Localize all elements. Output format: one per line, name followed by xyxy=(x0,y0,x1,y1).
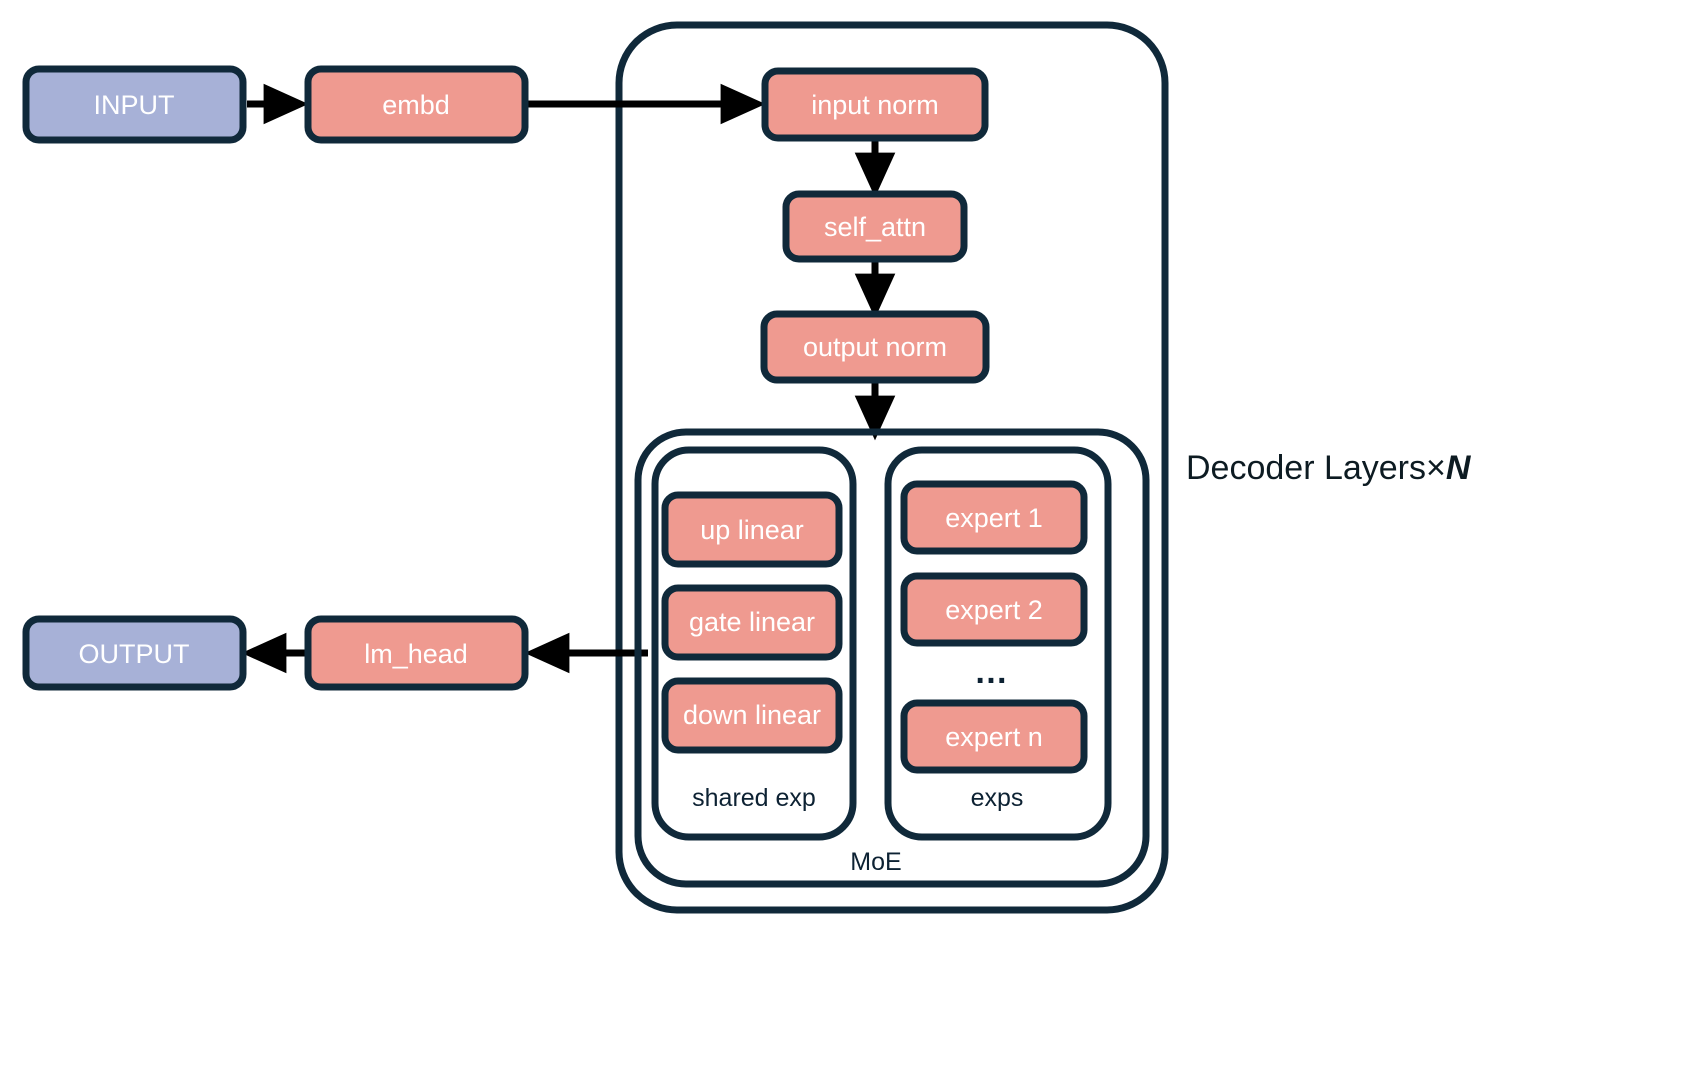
node-output-norm-label: output norm xyxy=(803,332,947,362)
node-input-label: INPUT xyxy=(94,90,175,120)
shared-expert-container xyxy=(651,446,857,841)
moe-container xyxy=(634,428,1150,888)
node-expert-2-label: expert 2 xyxy=(945,595,1043,625)
node-embd-label: embd xyxy=(382,90,450,120)
experts-ellipsis: … xyxy=(974,653,1010,691)
node-gate-linear-label: gate linear xyxy=(689,607,815,637)
node-output-label: OUTPUT xyxy=(79,639,190,669)
svg-text:Decoder Layers×N: Decoder Layers×N xyxy=(1186,449,1472,487)
node-up-linear[interactable]: up linear xyxy=(661,491,843,568)
node-up-linear-label: up linear xyxy=(700,515,804,545)
node-expert-n[interactable]: expert n xyxy=(900,699,1088,774)
node-expert-n-label: expert n xyxy=(945,722,1043,752)
node-expert-1-label: expert 1 xyxy=(945,503,1043,533)
node-gate-linear[interactable]: gate linear xyxy=(661,584,843,661)
node-expert-1[interactable]: expert 1 xyxy=(900,480,1088,555)
experts-container xyxy=(884,446,1112,841)
node-input-norm[interactable]: input norm xyxy=(761,67,989,142)
moe-label: MoE xyxy=(850,848,901,876)
node-down-linear-label: down linear xyxy=(683,700,821,730)
node-down-linear[interactable]: down linear xyxy=(661,677,843,754)
exps-label: exps xyxy=(971,784,1024,812)
node-output[interactable]: OUTPUT xyxy=(22,615,247,691)
exps-group-label: exps xyxy=(971,784,1024,812)
decoder-layers-annotation: Decoder Layers×N xyxy=(1186,449,1472,487)
node-self-attn[interactable]: self_attn xyxy=(782,190,968,263)
experts-ellipsis-label: … xyxy=(974,653,1010,691)
node-output-norm[interactable]: output norm xyxy=(760,310,990,384)
decoder-layers-container xyxy=(615,21,1169,914)
node-input-norm-label: input norm xyxy=(811,90,939,120)
shared-exp-label: shared exp xyxy=(692,784,816,812)
decoder-layers-prefix-label: Decoder Layers× xyxy=(1186,449,1446,487)
node-expert-2[interactable]: expert 2 xyxy=(900,572,1088,647)
node-input[interactable]: INPUT xyxy=(22,65,247,144)
decoder-layers-count-label: N xyxy=(1446,449,1472,487)
node-embd[interactable]: embd xyxy=(304,65,529,144)
moe-group-label: MoE xyxy=(850,848,901,876)
shared-exp-group-label: shared exp xyxy=(692,784,816,812)
node-self-attn-label: self_attn xyxy=(824,212,926,242)
node-lm-head-label: lm_head xyxy=(364,639,468,669)
node-lm-head[interactable]: lm_head xyxy=(304,615,529,691)
